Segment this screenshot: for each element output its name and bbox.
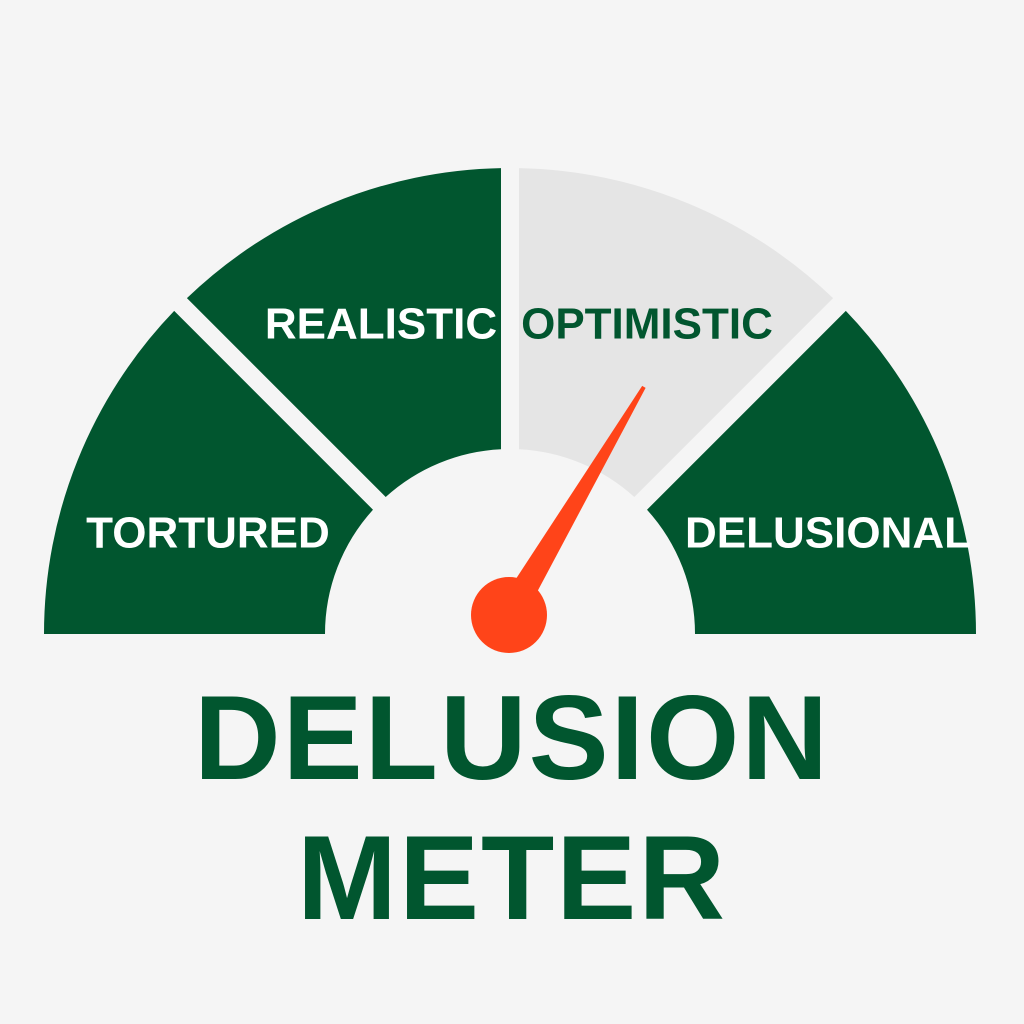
needle-pointer	[496, 385, 646, 623]
gauge-segment-delusional	[647, 310, 976, 634]
segment-label-optimistic: OPTIMISTIC	[521, 300, 773, 349]
segment-label-delusional: DELUSIONAL	[685, 509, 971, 558]
page-title: DELUSION METER	[193, 671, 831, 945]
segment-label-realistic: REALISTIC	[265, 300, 497, 349]
gauge-segment-tortured	[44, 310, 373, 634]
gauge-segment-realistic	[186, 168, 502, 497]
gauge-segment-optimistic	[518, 168, 834, 497]
needle-hub	[471, 577, 547, 653]
segment-label-tortured: TORTURED	[86, 509, 330, 558]
